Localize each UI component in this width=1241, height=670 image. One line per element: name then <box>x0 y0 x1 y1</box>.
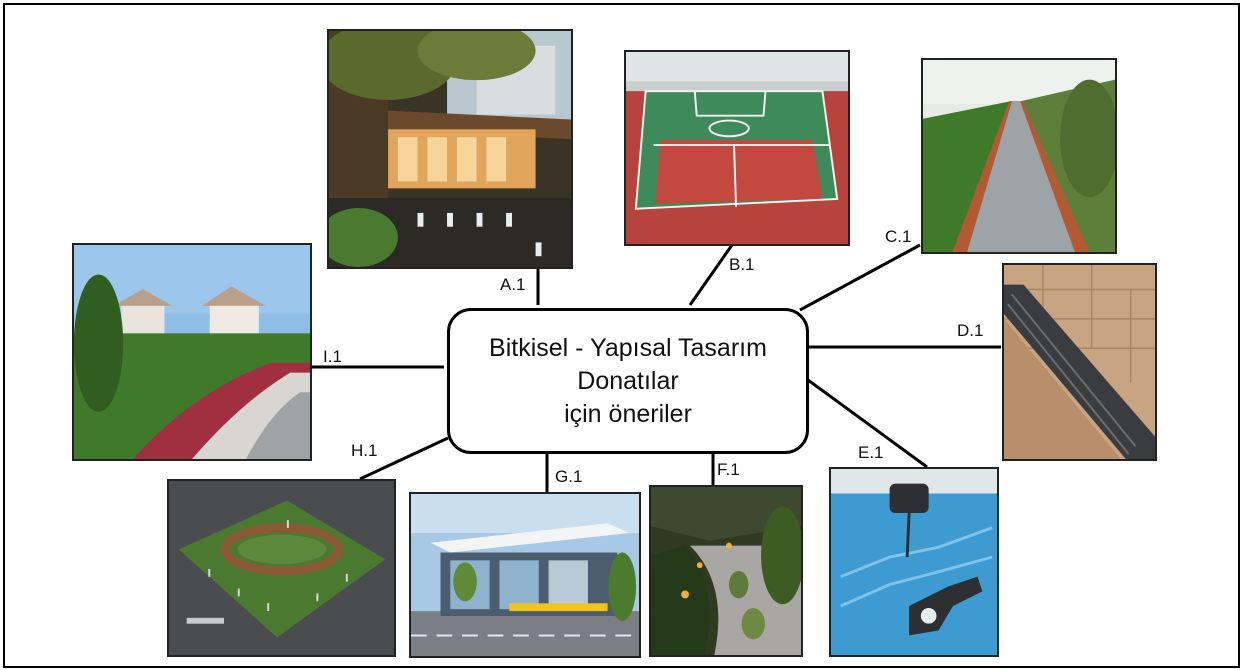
photo-d-drainage-channel <box>1002 263 1157 461</box>
photo-b-sports-court <box>624 50 850 246</box>
label-b: B.1 <box>729 255 755 274</box>
central-title-line-2: Donatılar <box>577 366 679 395</box>
photo-c-walking-path <box>921 58 1117 254</box>
label-h: H.1 <box>351 441 378 460</box>
photo-g-bus-stop <box>409 492 641 658</box>
diagram-frame: A.1 B.1 C.1 D.1 E.1 F.1 G.1 H.1 I.1 Bitk… <box>3 3 1240 668</box>
connector-c <box>799 243 921 312</box>
label-e: E.1 <box>858 443 884 462</box>
label-g: G.1 <box>555 467 583 486</box>
central-topic-box: Bitkisel - Yapısal Tasarım Donatılar içi… <box>447 308 809 454</box>
label-a: A.1 <box>500 275 526 294</box>
central-title-line-1: Bitkisel - Yapısal Tasarım <box>489 333 767 362</box>
photo-f-garden-lighting <box>649 485 803 657</box>
photo-e-pool-robot <box>829 467 999 657</box>
central-title-line-3: için öneriler <box>564 399 692 428</box>
connector-h <box>359 436 449 481</box>
label-c: C.1 <box>885 227 912 246</box>
label-i: I.1 <box>323 347 342 366</box>
photo-a-restaurant-water-feature <box>327 29 573 269</box>
photo-i-gazebo-garden <box>72 243 312 461</box>
label-f: F.1 <box>717 460 740 479</box>
photo-h-circular-seating <box>167 479 396 657</box>
label-d: D.1 <box>957 321 984 340</box>
connector-e <box>807 378 928 469</box>
connector-b <box>688 244 734 306</box>
